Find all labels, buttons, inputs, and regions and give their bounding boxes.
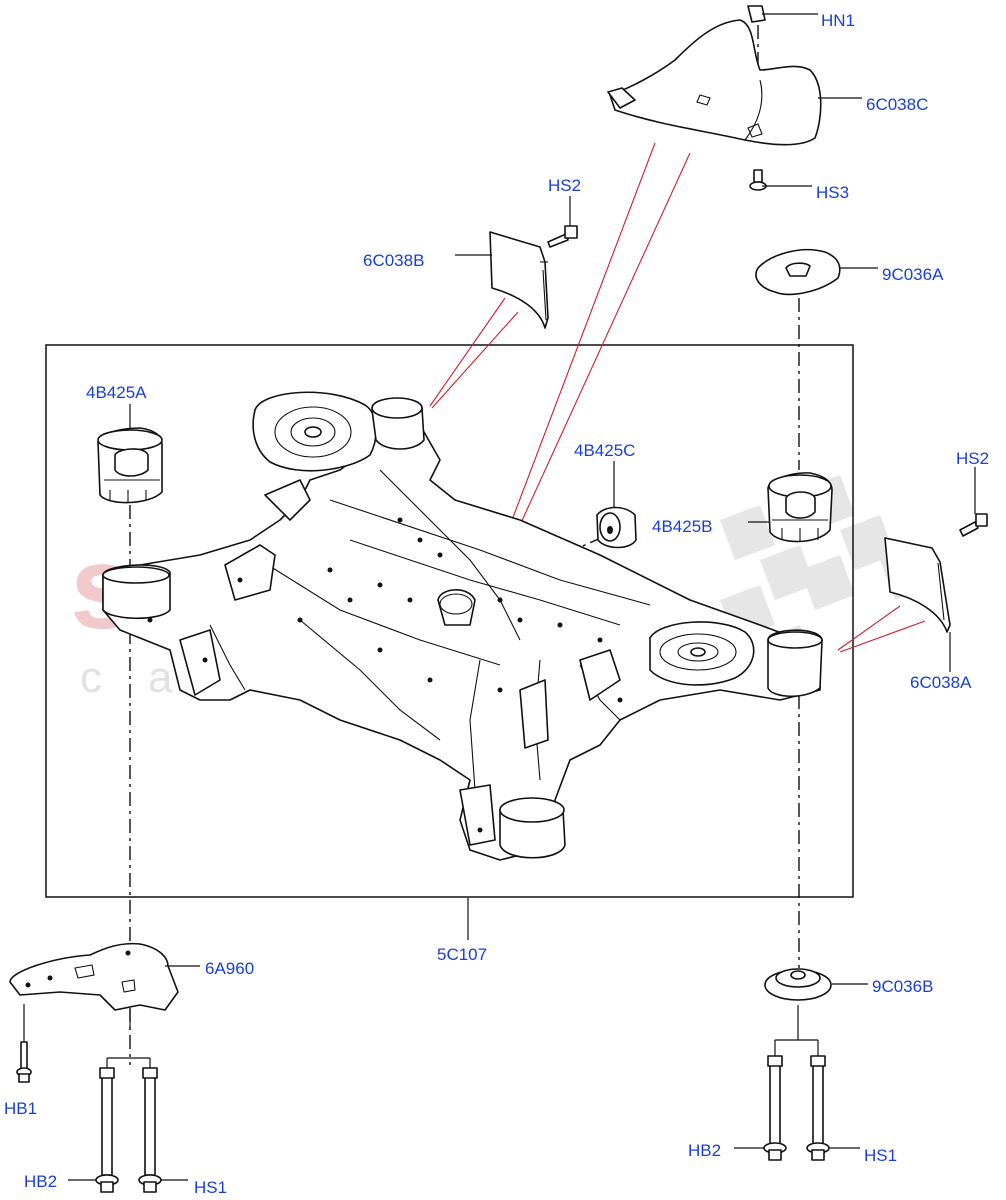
label-4b425a: 4B425A bbox=[86, 383, 147, 402]
label-6c038a: 6C038A bbox=[910, 673, 972, 692]
screw-hs2-top bbox=[547, 225, 578, 248]
screw-hs2-right bbox=[959, 513, 988, 537]
heat-shield-6c038c bbox=[607, 19, 822, 146]
bushing-4b425a bbox=[97, 427, 163, 504]
label-4b425b: 4B425B bbox=[652, 517, 713, 536]
bolts-left-pair bbox=[95, 1067, 162, 1193]
bracket-6a960 bbox=[9, 942, 179, 1011]
bushing-4b425c bbox=[596, 506, 637, 549]
leader-lines bbox=[23, 13, 976, 1181]
bolts-right-pair bbox=[763, 1055, 830, 1161]
label-hs1-left: HS1 bbox=[194, 1178, 227, 1197]
label-hs2-top: HS2 bbox=[548, 176, 581, 195]
mount-pad-9c036b bbox=[764, 968, 832, 1001]
reference-lines bbox=[429, 142, 926, 653]
screw-hs3 bbox=[749, 169, 767, 191]
label-hs2-right: HS2 bbox=[956, 449, 989, 468]
label-6a960: 6A960 bbox=[205, 959, 254, 978]
label-9c036b: 9C036B bbox=[872, 977, 933, 996]
label-hn1: HN1 bbox=[821, 11, 855, 30]
mount-pad-9c036a bbox=[755, 248, 841, 296]
subframe-group-box bbox=[45, 344, 854, 898]
heat-shield-6c038a bbox=[884, 537, 951, 633]
label-hb1: HB1 bbox=[4, 1099, 37, 1118]
part-labels: HN1 6C038C HS3 HS2 6C038B 9C036A 4B425A … bbox=[4, 11, 989, 1197]
label-hb2-left: HB2 bbox=[24, 1172, 57, 1191]
nut-hn1 bbox=[747, 5, 766, 23]
rear-subframe bbox=[102, 391, 823, 861]
bolt-hb1 bbox=[16, 1041, 32, 1083]
label-hb2-right: HB2 bbox=[688, 1141, 721, 1160]
label-6c038c: 6C038C bbox=[866, 95, 928, 114]
label-4b425c: 4B425C bbox=[574, 441, 635, 460]
label-9c036a: 9C036A bbox=[882, 265, 944, 284]
label-6c038b: 6C038B bbox=[363, 251, 424, 270]
bushing-4b425b bbox=[767, 472, 833, 543]
heat-shield-6c038b bbox=[489, 231, 549, 329]
label-5c107: 5C107 bbox=[437, 945, 487, 964]
label-hs3: HS3 bbox=[816, 183, 849, 202]
label-hs1-right: HS1 bbox=[864, 1146, 897, 1165]
